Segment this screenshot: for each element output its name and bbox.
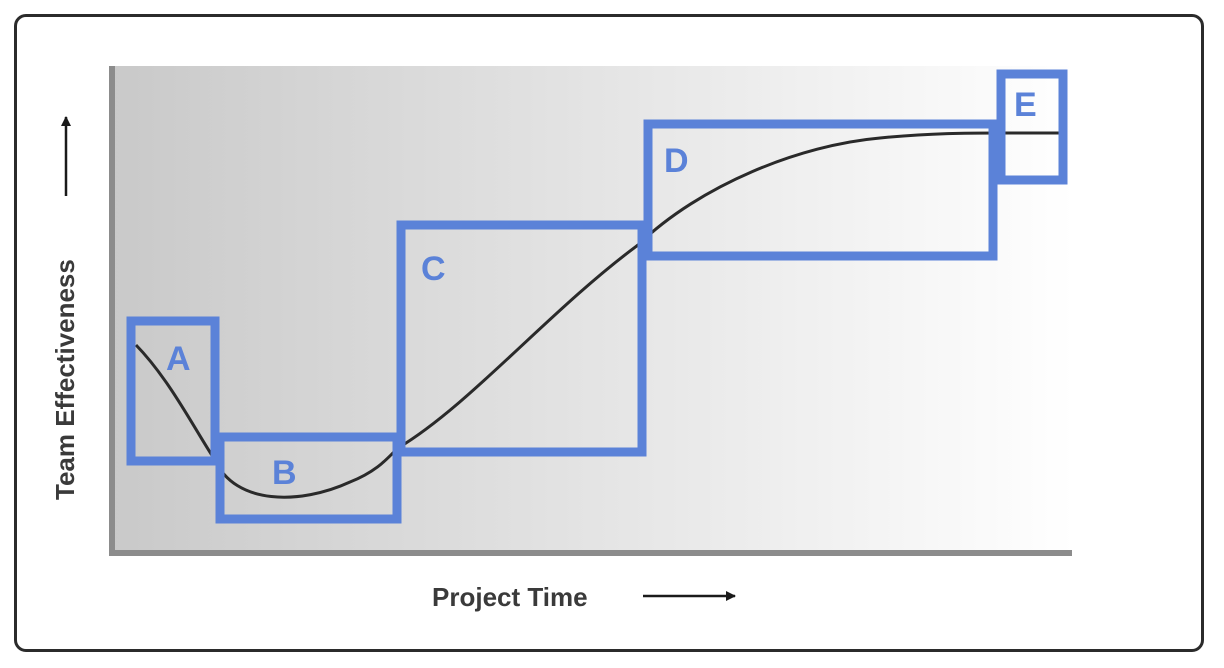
stage-label-d: D xyxy=(664,142,689,180)
stage-label-b: B xyxy=(272,454,297,492)
y-axis-label: Team Effectiveness xyxy=(50,259,80,500)
x-axis-label: Project Time xyxy=(432,582,588,612)
stage-label-e: E xyxy=(1014,86,1037,124)
stage-label-c: C xyxy=(421,250,446,288)
stage-box-c xyxy=(396,220,647,457)
stage-box-e xyxy=(996,69,1068,185)
stage-box-b xyxy=(215,432,402,524)
plot-background xyxy=(110,66,1075,554)
stage-box-a xyxy=(126,316,220,466)
stage-label-a: A xyxy=(166,340,191,378)
stage-box-d xyxy=(643,119,998,261)
